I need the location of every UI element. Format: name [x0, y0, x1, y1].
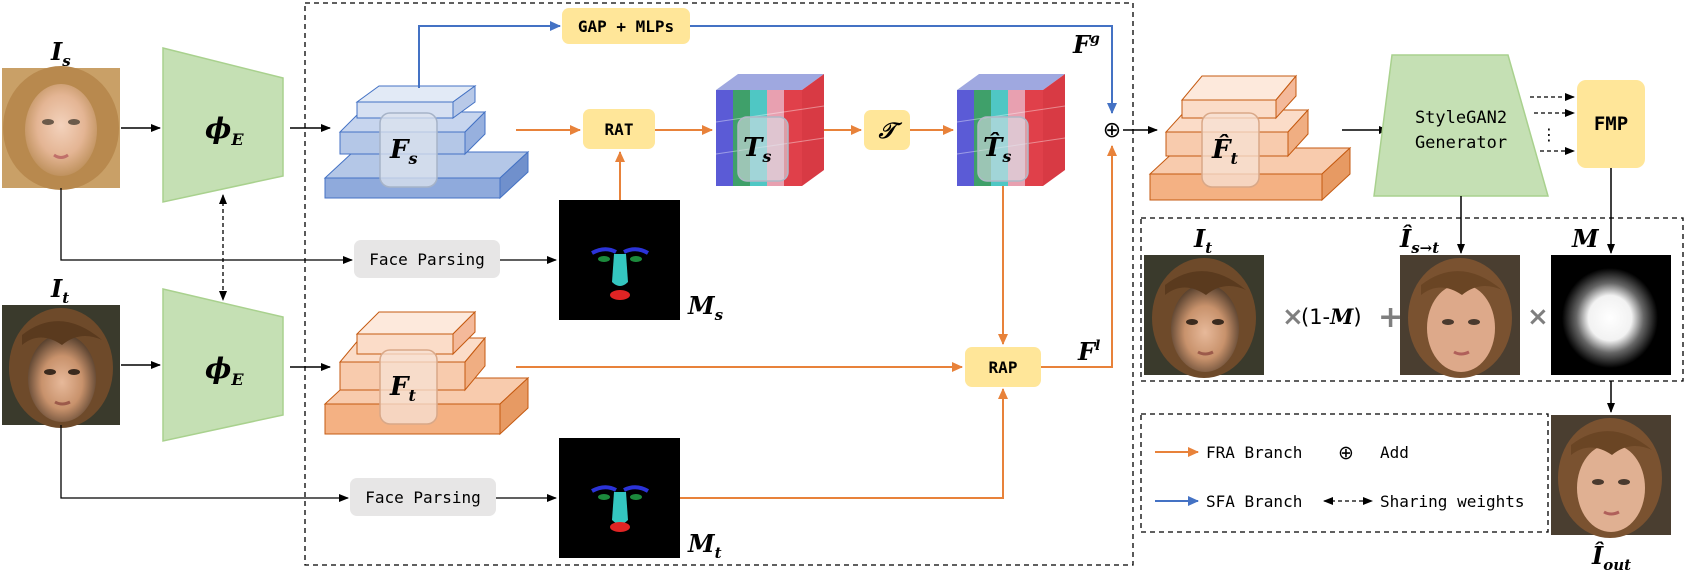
vertical-dots-icon: ⋮ — [1541, 125, 1557, 144]
legend-add: Add — [1380, 443, 1409, 462]
gap-mlps-box — [562, 8, 690, 44]
label-I-hat-out: Îout — [1591, 541, 1631, 574]
label-M-t: Mt — [687, 529, 722, 562]
svg-text:Fs: Fs — [389, 135, 417, 168]
face-parsing-top-box — [354, 240, 500, 278]
target-image-blend — [1144, 255, 1264, 378]
label-I-hat-s-t: Îs→t — [1399, 224, 1439, 257]
tensor-ts: Ts — [715, 74, 825, 186]
swapped-image — [1400, 255, 1520, 378]
mask-mt — [559, 438, 680, 558]
gap-mlps-label: GAP + MLPs — [578, 17, 674, 36]
legend-sfa: SFA Branch — [1206, 492, 1302, 511]
arrow-is-parsing — [60, 188, 353, 264]
feature-stack-ft: Ft — [323, 310, 530, 436]
times-icon-1: × — [1282, 302, 1304, 332]
arrow-it-parsing — [60, 425, 349, 502]
one-minus-m: (1-M) — [1301, 304, 1362, 329]
svg-text:Generator: Generator — [1415, 133, 1507, 153]
arrow-rap-add — [1041, 145, 1117, 368]
fmp-label: FMP — [1594, 113, 1628, 135]
fmp-box — [1577, 80, 1645, 168]
svg-text:Ts: Ts — [743, 133, 771, 166]
label-M: M — [1571, 224, 1600, 253]
target-image — [2, 305, 120, 428]
svg-text:T̂s: T̂s — [983, 132, 1011, 166]
svg-text:StyleGAN2: StyleGAN2 — [1415, 108, 1507, 128]
label-I-t-blend: It — [1193, 224, 1212, 257]
feature-stack-fs: Fs — [323, 85, 530, 200]
rap-label: RAP — [989, 358, 1018, 377]
arrow-fs-gap — [418, 21, 561, 88]
stylegan2-generator: StyleGAN2 Generator — [1373, 54, 1549, 197]
blend-frame — [1140, 217, 1684, 382]
mask-ms — [559, 200, 680, 320]
svg-text:ϕE: ϕE — [205, 112, 244, 149]
blend-mask — [1551, 255, 1671, 375]
rat-box — [583, 109, 655, 149]
add-node-icon: ⊕ — [1103, 118, 1121, 143]
legend-add-icon: ⊕ — [1338, 442, 1354, 464]
main-frame — [304, 2, 1134, 566]
arrow-gap-add — [690, 25, 1117, 114]
arrow-mt-rap — [680, 388, 1008, 499]
legend-frame — [1140, 413, 1549, 533]
legend-sharing: Sharing weights — [1380, 492, 1525, 511]
source-image — [2, 66, 120, 190]
transform-box — [864, 110, 910, 150]
plus-icon: + — [1378, 300, 1403, 335]
face-parsing-bottom-label: Face Parsing — [365, 488, 481, 507]
label-I-t: It — [50, 274, 69, 307]
svg-text:Ft: Ft — [389, 372, 416, 405]
legend-fra: FRA Branch — [1206, 443, 1302, 462]
times-icon-2: × — [1527, 302, 1549, 332]
feature-stack-f-hat-t: F̂t — [1148, 74, 1352, 202]
label-F-l: Fl — [1077, 337, 1100, 366]
label-M-s: Ms — [687, 291, 724, 324]
label-F-g: Fg — [1072, 30, 1100, 59]
tensor-t-hat-s: T̂s — [956, 74, 1066, 186]
rap-box — [965, 347, 1041, 387]
face-parsing-top-label: Face Parsing — [369, 250, 485, 269]
face-parsing-bottom-box — [350, 478, 496, 516]
output-image — [1551, 415, 1671, 538]
encoder-bottom: ϕE — [162, 288, 284, 442]
svg-text:F̂t: F̂t — [1211, 134, 1238, 168]
label-I-s: Is — [50, 37, 71, 70]
svg-text:ϕE: ϕE — [205, 352, 244, 389]
rat-label: RAT — [605, 120, 634, 139]
encoder-top: ϕE — [162, 47, 284, 203]
legend: FRA Branch ⊕ Add SFA Branch Sharing weig… — [1155, 442, 1525, 511]
